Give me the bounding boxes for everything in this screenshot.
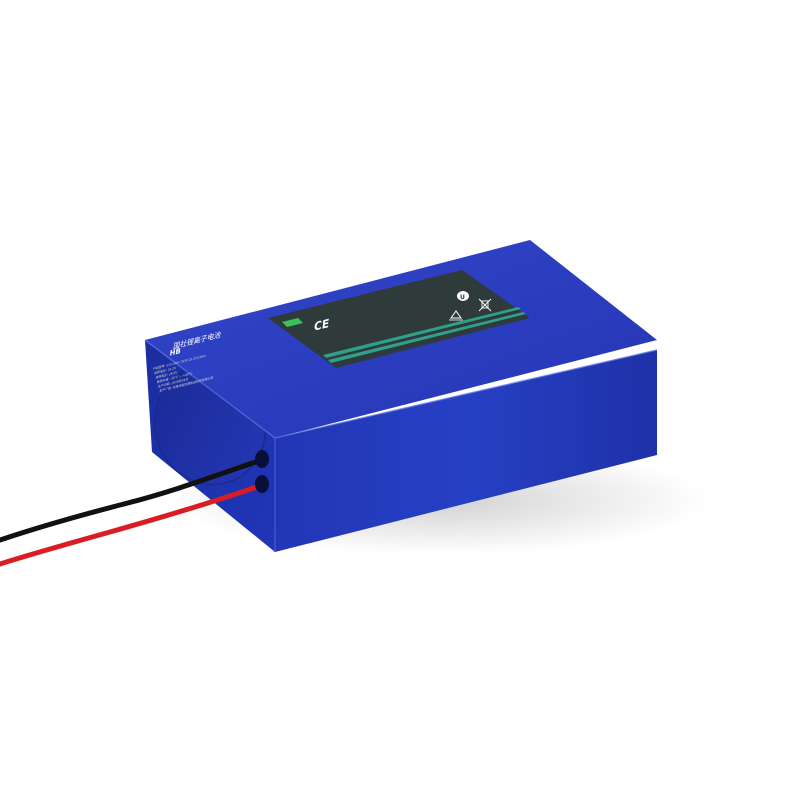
battery-wires xyxy=(0,450,269,567)
spec-line: 充电电压: 29.4V xyxy=(155,369,179,380)
ul-mark-icon: U xyxy=(457,291,469,301)
battery-front-face xyxy=(275,350,657,552)
label-stripe-bottom xyxy=(328,312,526,363)
recycle-icon xyxy=(449,310,463,321)
black-wire xyxy=(0,457,265,543)
red-wire-grommet xyxy=(255,475,269,493)
svg-text:U: U xyxy=(460,294,465,301)
ce-mark-icon: CE xyxy=(313,316,330,334)
weee-bin-icon xyxy=(478,298,492,312)
label-stripe-top xyxy=(323,307,521,358)
spec-line: 标称电压: 25.2V xyxy=(154,365,178,376)
brand-logo-text: HB xyxy=(169,346,181,358)
black-wire-grommet xyxy=(255,450,269,468)
brand-logo: HB xyxy=(169,318,303,358)
red-wire xyxy=(0,482,265,567)
